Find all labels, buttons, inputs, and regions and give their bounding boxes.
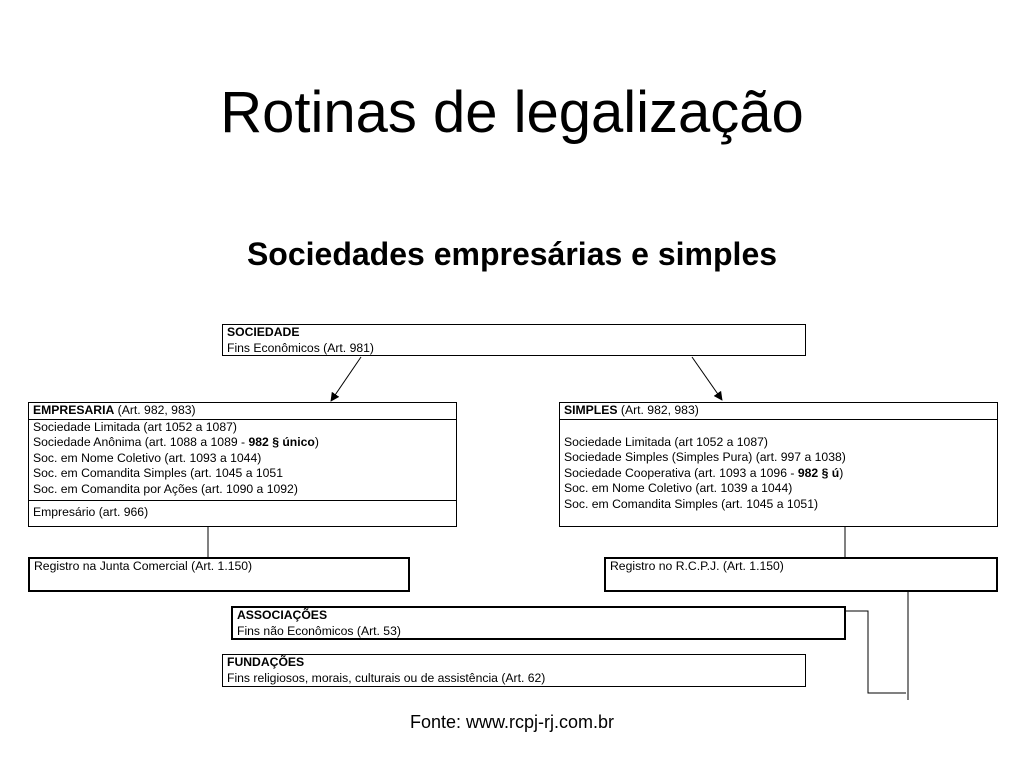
registro-junta-label: Registro na Junta Comercial (Art. 1.150) <box>34 559 253 573</box>
associacoes-line: Fins não Econômicos (Art. 53) <box>237 623 401 638</box>
fundacoes-heading: FUNDAÇÕES <box>227 655 305 669</box>
empresaria-heading: EMPRESARIA (Art. 982, 983) <box>29 403 456 420</box>
associacoes-heading: ASSOCIAÇÕES <box>237 608 328 622</box>
sociedade-line: Fins Econômicos (Art. 981) <box>227 340 374 355</box>
registro-rcpj-box: Registro no R.C.P.J. (Art. 1.150) <box>604 557 998 592</box>
sociedade-heading: SOCIEDADE <box>227 325 300 339</box>
fundacoes-line: Fins religiosos, morais, culturais ou de… <box>227 670 546 685</box>
simples-item-cooperativa: Sociedade Cooperativa (art. 1093 a 1096 … <box>564 465 844 480</box>
empresaria-item-4: Soc. em Comandita Simples (art. 1045 a 1… <box>33 466 283 480</box>
simples-item-1: Sociedade Limitada (art 1052 a 1087) <box>564 434 768 449</box>
empresario-line: Empresário (art. 966) <box>33 505 149 519</box>
simples-item-3: Soc. em Nome Coletivo (art. 1039 a 1044) <box>564 481 793 495</box>
empresaria-item-1: Sociedade Limitada (art 1052 a 1087) <box>33 419 237 434</box>
simples-heading: SIMPLES (Art. 982, 983) <box>560 403 997 420</box>
empresaria-item-3: Soc. em Nome Coletivo (art. 1093 a 1044) <box>33 450 262 465</box>
sociedade-box: SOCIEDADE Fins Econômicos (Art. 981) <box>222 324 806 356</box>
slide-subtitle: Sociedades empresárias e simples <box>246 236 778 272</box>
slide-title: Rotinas de legalização <box>220 80 804 145</box>
simples-box: SIMPLES (Art. 982, 983) Sociedade Limita… <box>559 402 998 527</box>
empresaria-box: EMPRESARIA (Art. 982, 983) Sociedade Lim… <box>28 402 457 527</box>
fundacoes-box: FUNDAÇÕES Fins religiosos, morais, cultu… <box>222 654 806 687</box>
registro-junta-box: Registro na Junta Comercial (Art. 1.150) <box>28 557 410 592</box>
empresaria-item-2: Sociedade Anônima (art. 1088 a 1089 - 98… <box>33 435 319 449</box>
simples-item-2: Sociedade Simples (Simples Pura) (art. 9… <box>564 450 846 464</box>
registro-rcpj-label: Registro no R.C.P.J. (Art. 1.150) <box>610 559 784 573</box>
arrow-to-empresaria <box>330 356 362 402</box>
empresaria-item-5: Soc. em Comandita por Ações (art. 1090 a… <box>33 481 298 496</box>
arrow-to-simples <box>691 356 723 401</box>
connector-associacoes <box>846 610 906 694</box>
source-credit: Fonte: www.rcpj-rj.com.br <box>409 712 615 732</box>
associacoes-box: ASSOCIAÇÕES Fins não Econômicos (Art. 53… <box>231 606 846 640</box>
simples-item-4: Soc. em Comandita Simples (art. 1045 a 1… <box>564 496 819 511</box>
